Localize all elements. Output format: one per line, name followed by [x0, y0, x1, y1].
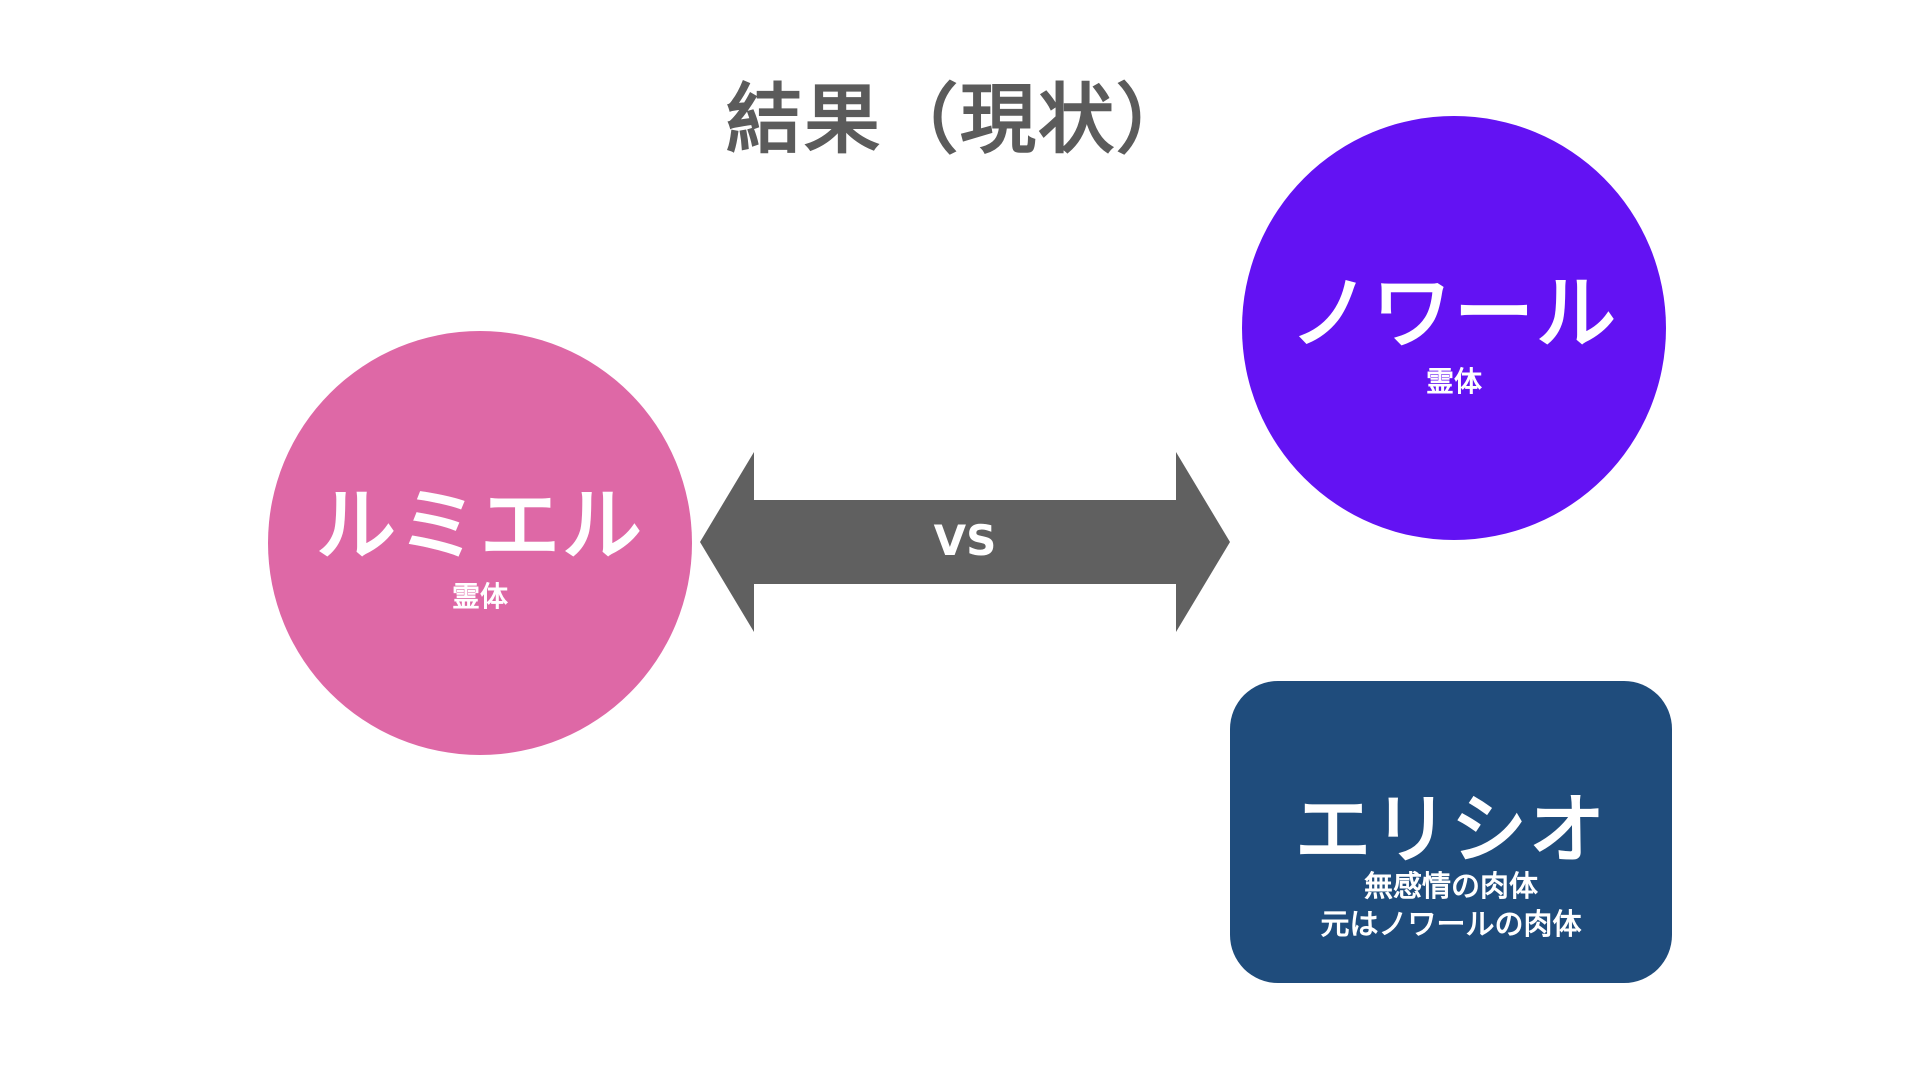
- elysio-description: 無感情の肉体 元はノワールの肉体: [1230, 867, 1672, 943]
- vs-label: VS: [933, 516, 997, 565]
- double-arrow-shape: [700, 452, 1230, 632]
- lumiel-circle: ルミエル 霊体: [268, 331, 692, 755]
- double-arrow-icon: [700, 452, 1230, 632]
- elysio-name: エリシオ: [1295, 785, 1607, 874]
- elysio-desc-line-1: 無感情の肉体: [1363, 869, 1538, 903]
- slide-title: 結果（現状）: [726, 75, 1194, 164]
- noir-circle: ノワール 霊体: [1242, 116, 1666, 540]
- noir-subtitle: 霊体: [1425, 365, 1482, 398]
- lumiel-subtitle: 霊体: [451, 580, 508, 613]
- elysio-desc-line-2: 元はノワールの肉体: [1320, 907, 1582, 941]
- noir-name: ノワール: [1290, 267, 1618, 360]
- lumiel-name: ルミエル: [316, 479, 644, 572]
- elysio-box: エリシオ 無感情の肉体 元はノワールの肉体: [1230, 681, 1672, 983]
